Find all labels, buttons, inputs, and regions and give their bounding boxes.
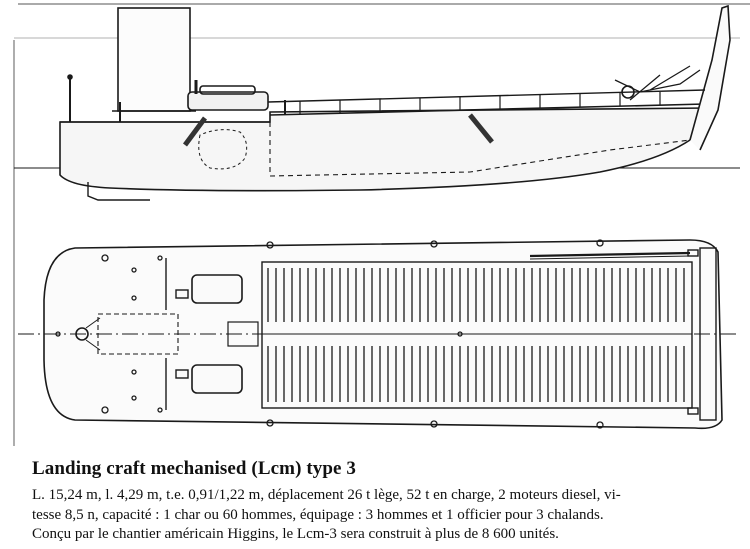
caption-line-1: L. 15,24 m, l. 4,29 m, t.e. 0,91/1,22 m,… (32, 487, 621, 503)
caption-line-3: Conçu par le chantier américain Higgins,… (32, 526, 559, 542)
ramp-rail (529, 251, 691, 258)
center-hatch (227, 321, 259, 347)
deck-slats-upper (267, 268, 685, 322)
caption: Landing craft mechanised (Lcm) type 3 L.… (0, 452, 750, 549)
davit-fwd (468, 113, 494, 144)
plan-view (18, 239, 740, 430)
wheel-bracket (85, 317, 101, 329)
rail-stanchions (299, 92, 661, 114)
wheel-bracket-2 (85, 339, 101, 351)
davit-aft (182, 116, 208, 147)
caption-body: L. 15,24 m, l. 4,29 m, t.e. 0,91/1,22 m,… (32, 486, 744, 545)
wheelhouse-plate (117, 7, 191, 112)
steering-wheel (75, 327, 89, 341)
side-elevation (14, 4, 740, 201)
engine-hatch-starboard (191, 364, 243, 394)
deck-slats-lower (267, 346, 685, 402)
ramp-rail-2 (529, 255, 691, 260)
engine-hatch-port (191, 274, 243, 304)
keel (87, 182, 150, 201)
mast-light (67, 74, 73, 80)
engine-hatch (187, 91, 269, 111)
deck-edge (269, 103, 706, 116)
caption-title: Landing craft mechanised (Lcm) type 3 (32, 458, 357, 479)
technical-drawing (13, 3, 750, 446)
caption-line-2: tesse 8,5 n, capacité : 1 char ou 60 hom… (32, 506, 604, 523)
cargo-well-outline (269, 122, 691, 177)
winch-drum (621, 85, 635, 99)
hatch-cover (199, 85, 256, 95)
hull-side (59, 107, 709, 192)
wheelhouse-plan (97, 313, 179, 355)
cargo-well (261, 261, 693, 409)
rail-top (267, 89, 706, 103)
bow-winch (614, 65, 701, 101)
cleats (165, 249, 699, 415)
bow-ramp (689, 4, 731, 151)
deck-fittings (55, 239, 604, 429)
crew-area-outline (198, 129, 248, 170)
